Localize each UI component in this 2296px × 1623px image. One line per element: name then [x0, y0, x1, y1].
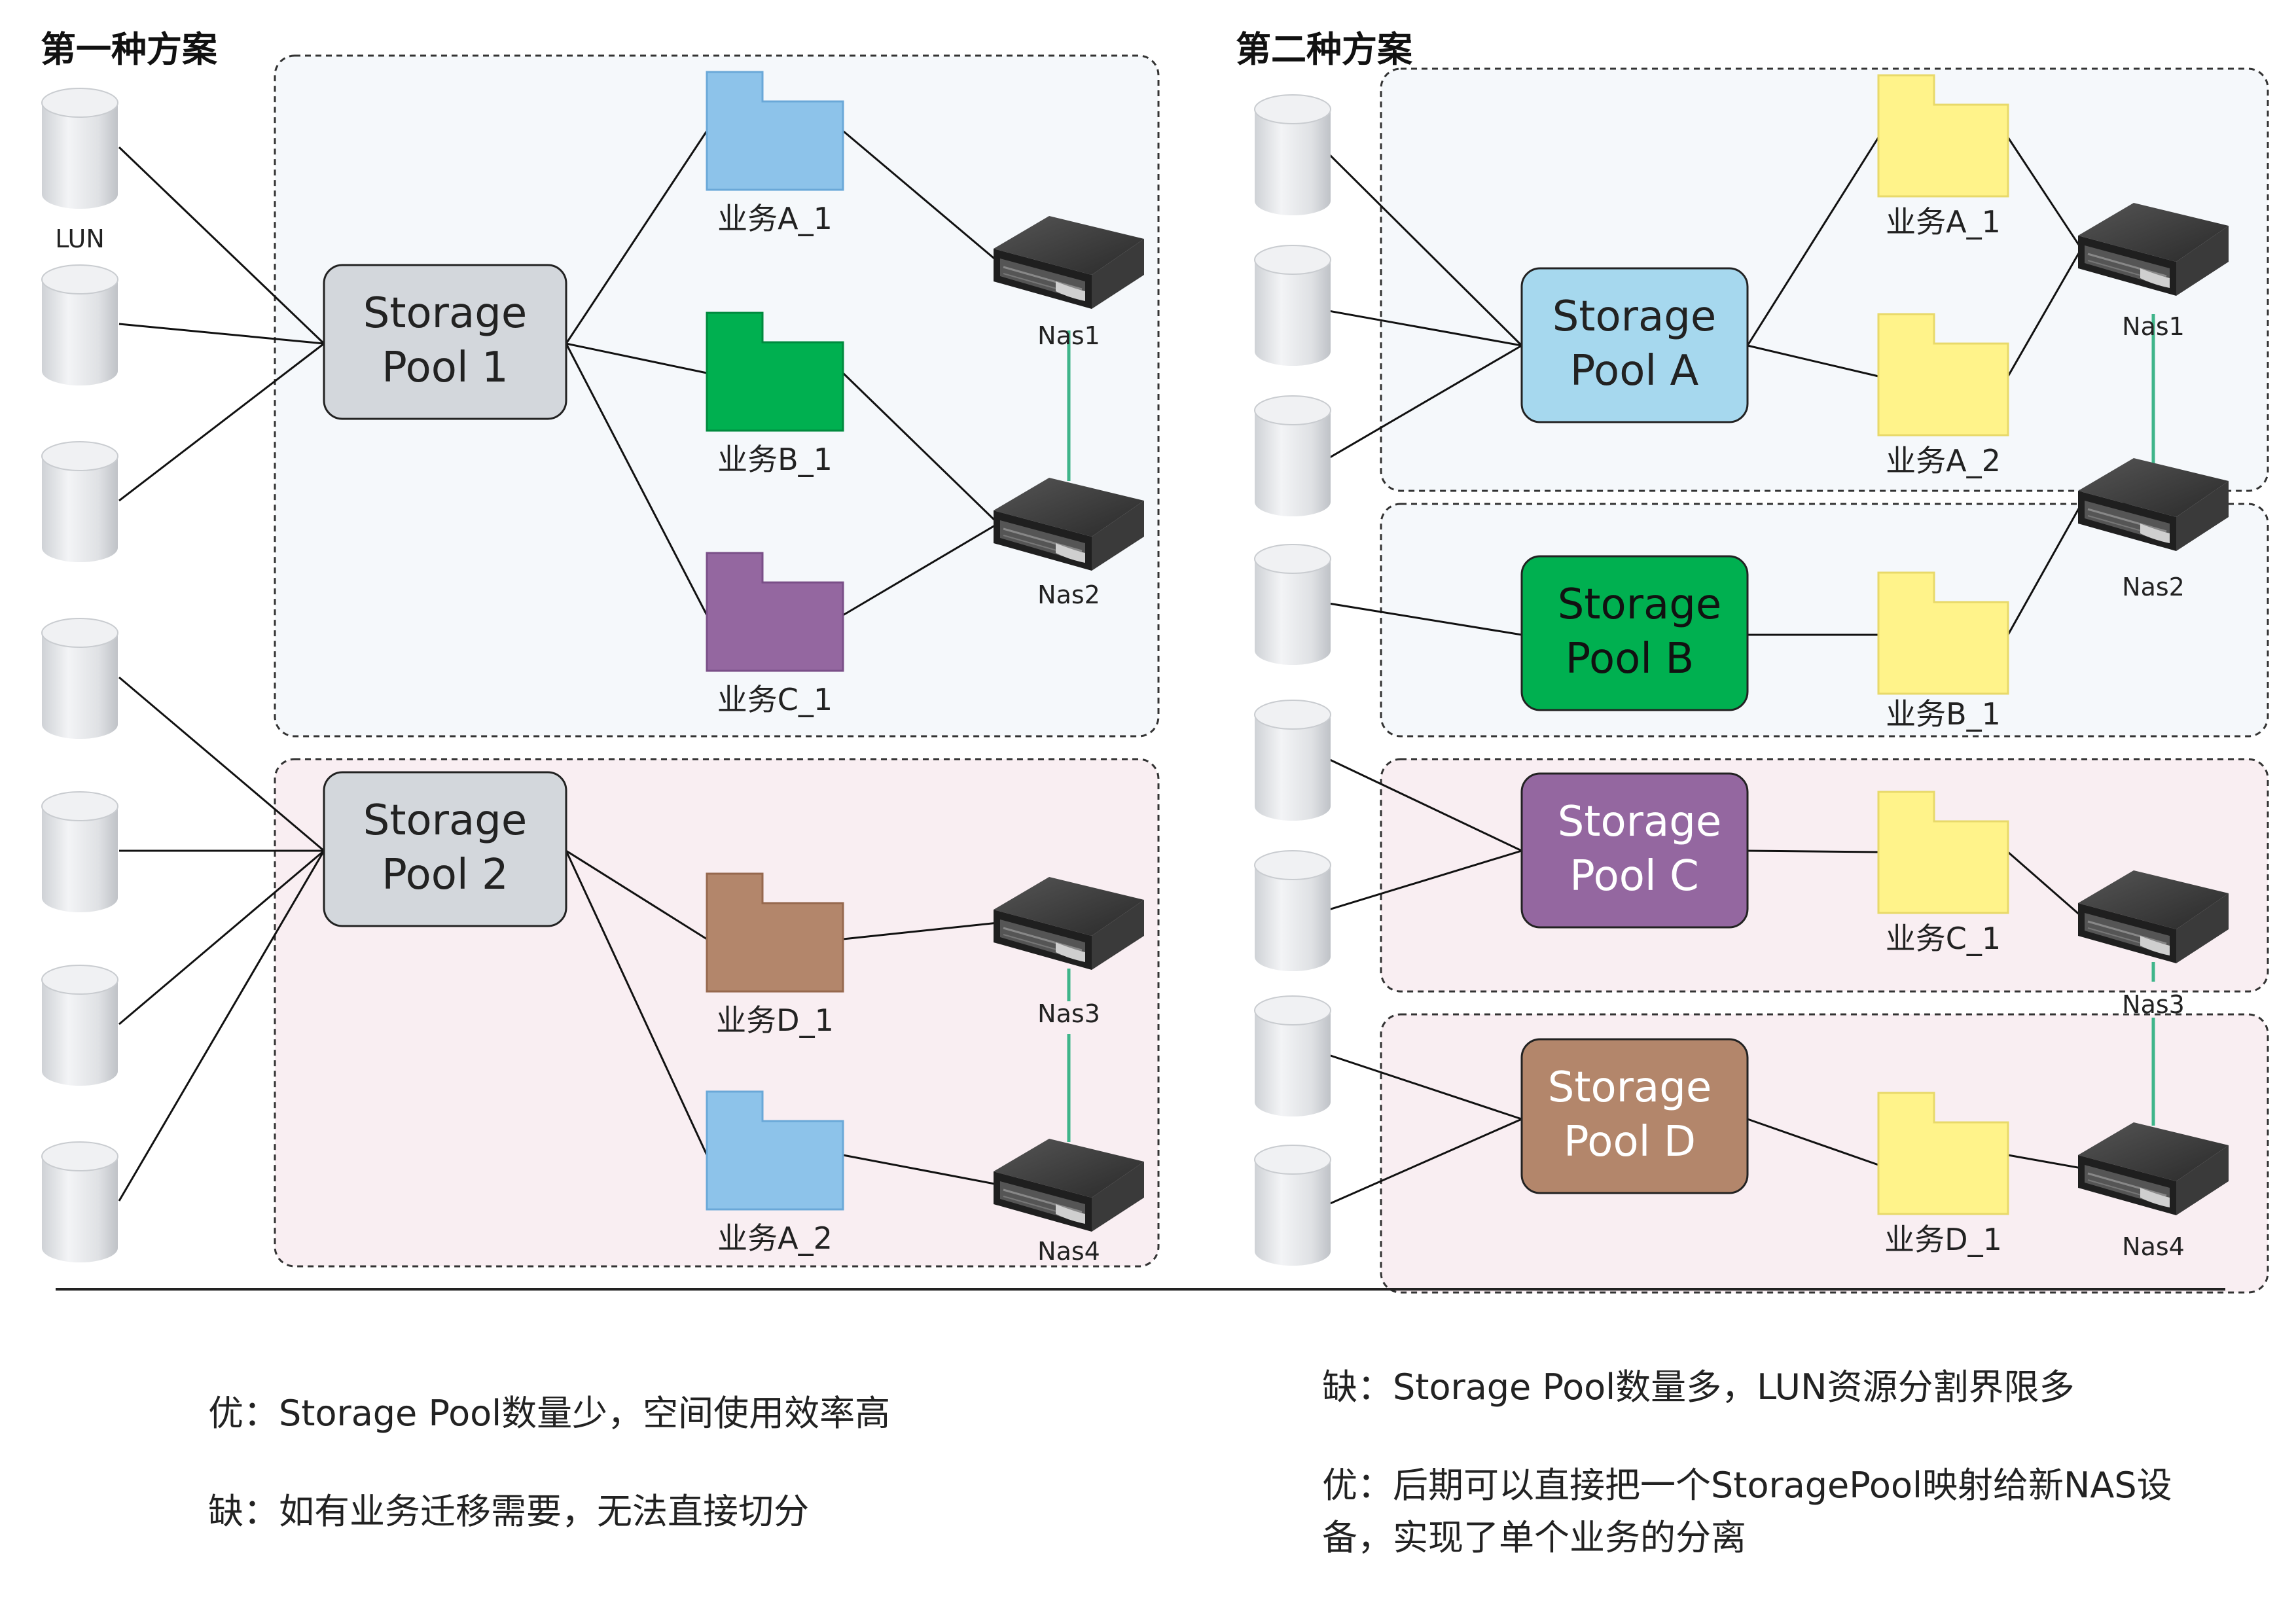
folder-icon: 业务D_1 [1877, 1092, 2009, 1257]
folder-label: 业务B_1 [1886, 696, 2001, 732]
folder-icon: 业务A_1 [706, 71, 844, 236]
folder-label: 业务A_2 [717, 1221, 833, 1256]
pool-line2: Pool B [1566, 635, 1695, 683]
folder-icon: 业务C_1 [706, 552, 844, 717]
folder-label: 业务A_2 [1886, 443, 2001, 478]
folder-label: 业务A_1 [717, 201, 833, 236]
pool-line1: Storage [1548, 1063, 1712, 1112]
folder-label: 业务A_1 [1886, 204, 2001, 240]
nas-label: Nas4 [1037, 1237, 1100, 1266]
left-notes: 优：Storage Pool数量少，空间使用效率高 缺：如有业务迁移需要，无法直… [208, 1393, 890, 1532]
left-nas-devices: Nas1 Nas2 Nas3 Nas4 [992, 215, 1145, 1266]
lun-cylinder-icon [41, 1141, 118, 1263]
pool-line2: Pool A [1570, 347, 1699, 395]
lun-cylinder-icon [1254, 245, 1331, 366]
lun-cylinder-icon [1254, 395, 1331, 517]
storage-pool-b: Storage Pool B [1520, 555, 1749, 711]
nas-label: Nas3 [2122, 990, 2185, 1019]
right-connection-lines [1327, 137, 2083, 1205]
pool-line2: Pool 2 [382, 851, 508, 899]
storage-pool-a: Storage Pool A [1520, 267, 1749, 423]
folder-icon: 业务B_1 [1877, 571, 2009, 732]
lun-cylinder-icon [1254, 1145, 1331, 1266]
folder-icon: 业务A_2 [1877, 313, 2009, 478]
left-connection-lines [118, 130, 999, 1202]
right-nas-devices: Nas1 Nas2 Nas3 Nas4 [2077, 202, 2230, 1261]
lun-cylinder-icon [41, 88, 118, 209]
folder-icon: 业务D_1 [706, 872, 844, 1038]
lun-label: LUN [55, 224, 105, 253]
lun-cylinder-icon [41, 618, 118, 740]
storage-pool-d: Storage Pool D [1520, 1038, 1749, 1194]
storage-pool-2: Storage Pool 2 [323, 771, 567, 927]
nas-label: Nas3 [1037, 999, 1100, 1028]
folder-label: 业务C_1 [717, 682, 833, 717]
right-lun-stack [1254, 94, 1331, 1266]
nas-label: Nas1 [2122, 312, 2185, 341]
right-pools: Storage Pool A Storage Pool B Storage Po… [1520, 267, 1749, 1194]
left-folders: 业务A_1 业务B_1 业务C_1 业务D_1 业务A_2 [706, 71, 844, 1256]
folder-icon: 业务A_2 [706, 1090, 844, 1256]
folder-label: 业务D_1 [716, 1003, 834, 1038]
left-title: 第一种方案 [41, 29, 218, 70]
lun-cylinder-icon [1254, 700, 1331, 821]
nas-label: Nas2 [2122, 573, 2185, 601]
nas-label: Nas2 [1037, 580, 1100, 609]
pool-line2: Pool D [1564, 1118, 1696, 1166]
storage-pool-c: Storage Pool C [1520, 772, 1749, 929]
lun-cylinder-icon [1254, 94, 1331, 216]
lun-cylinder-icon [41, 965, 118, 1086]
pool-line2: Pool C [1570, 852, 1698, 901]
left-pro-note: 优：Storage Pool数量少，空间使用效率高 [208, 1393, 890, 1434]
pool-line2: Pool 1 [382, 344, 508, 392]
left-con-note: 缺：如有业务迁移需要，无法直接切分 [208, 1491, 809, 1532]
right-title: 第二种方案 [1236, 29, 1413, 70]
folder-icon: 业务B_1 [706, 312, 844, 477]
lun-cylinder-icon [41, 441, 118, 563]
right-con-note: 缺：Storage Pool数量多，LUN资源分割界限多 [1322, 1366, 2074, 1408]
pool-line1: Storage [1558, 798, 1721, 846]
pool-line1: Storage [363, 289, 527, 338]
lun-cylinder-icon [41, 791, 118, 913]
right-notes: 缺：Storage Pool数量多，LUN资源分割界限多 优：后期可以直接把一个… [1322, 1366, 2172, 1558]
right-pro-note: 优：后期可以直接把一个StoragePool映射给新NAS设 [1322, 1465, 2172, 1506]
lun-cylinder-icon [1254, 995, 1331, 1117]
lun-cylinder-icon [1254, 850, 1331, 972]
folder-label: 业务B_1 [717, 442, 833, 477]
lun-cylinder-icon [1254, 544, 1331, 666]
right-pro-note-cont: 备，实现了单个业务的分离 [1322, 1517, 1746, 1558]
lun-cylinder-icon [41, 264, 118, 386]
left-lun-stack [41, 88, 118, 1263]
right-folders: 业务A_1 业务A_2 业务B_1 业务C_1 业务D_1 [1877, 74, 2009, 1257]
storage-pool-1: Storage Pool 1 [323, 264, 567, 420]
pool-line1: Storage [1552, 293, 1716, 341]
folder-label: 业务C_1 [1886, 921, 2001, 956]
nas-label: Nas4 [2122, 1232, 2185, 1261]
pool-line1: Storage [1558, 580, 1721, 629]
nas-label: Nas1 [1037, 321, 1100, 350]
folder-icon: 业务C_1 [1877, 791, 2009, 956]
folder-icon: 业务A_1 [1877, 74, 2009, 240]
pool-line1: Storage [363, 796, 527, 845]
folder-label: 业务D_1 [1884, 1222, 2002, 1257]
